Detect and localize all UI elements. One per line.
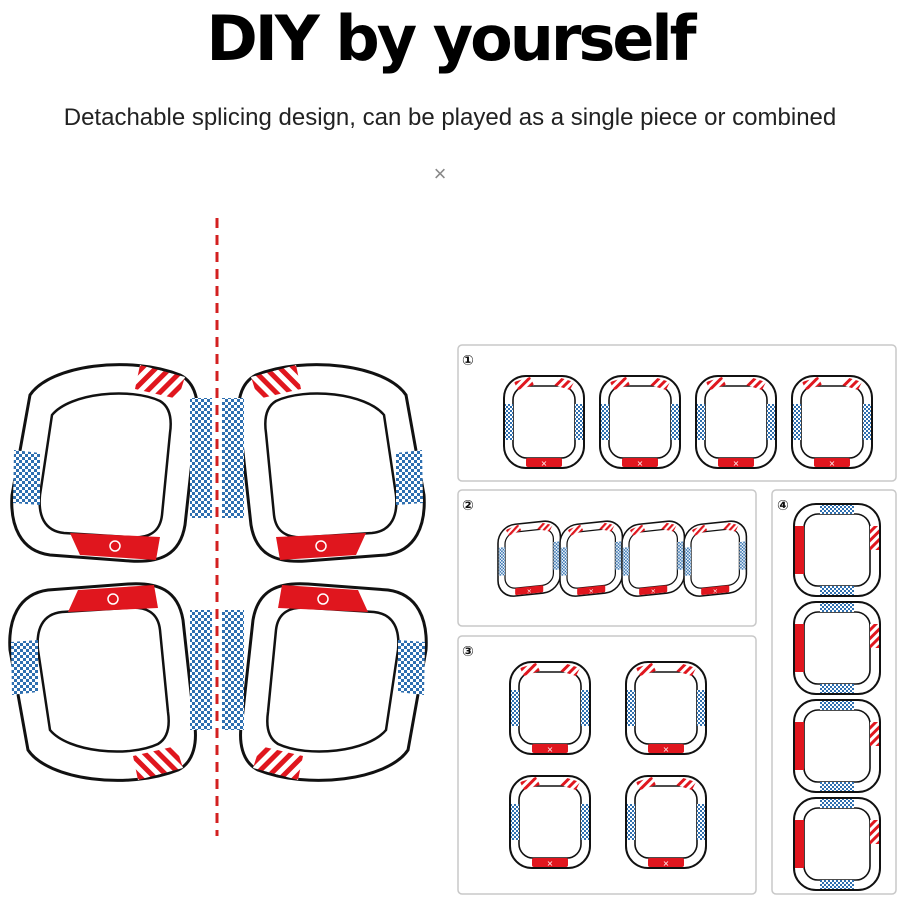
gate-icon	[621, 518, 686, 600]
panel-1: ①	[457, 344, 897, 482]
panel-3-label: ③	[462, 644, 474, 660]
panel-4-label: ④	[777, 498, 789, 514]
gate-icon	[791, 375, 873, 469]
gate-icon	[599, 375, 681, 469]
gate-icon	[503, 375, 585, 469]
gate-icon	[793, 797, 881, 891]
gate-icon	[509, 775, 591, 869]
gate-icon	[509, 661, 591, 755]
panel-1-label: ①	[462, 353, 474, 369]
gate-icon	[625, 661, 707, 755]
panel-2-label: ②	[462, 498, 474, 514]
gate-icon	[625, 775, 707, 869]
panel-3: ③	[457, 635, 757, 895]
gate-icon	[497, 518, 562, 600]
combined-gate-illustration	[8, 218, 428, 836]
page-title: DIY by yourself	[206, 2, 696, 75]
panel-2: ②	[457, 489, 757, 627]
close-icon[interactable]: ×	[433, 161, 447, 186]
gate-icon	[793, 503, 881, 597]
gate-piece-bottom-left	[8, 582, 197, 782]
gate-icon	[683, 518, 748, 600]
gate-piece-top-left	[10, 363, 199, 563]
gate-piece-bottom-right	[239, 582, 428, 782]
gate-icon	[559, 518, 624, 600]
panel-4: ④	[771, 489, 897, 895]
gate-icon	[793, 601, 881, 695]
gate-piece-top-right	[237, 363, 426, 563]
page-subtitle: Detachable splicing design, can be playe…	[63, 104, 837, 131]
gate-icon	[695, 375, 777, 469]
gate-icon	[793, 699, 881, 793]
